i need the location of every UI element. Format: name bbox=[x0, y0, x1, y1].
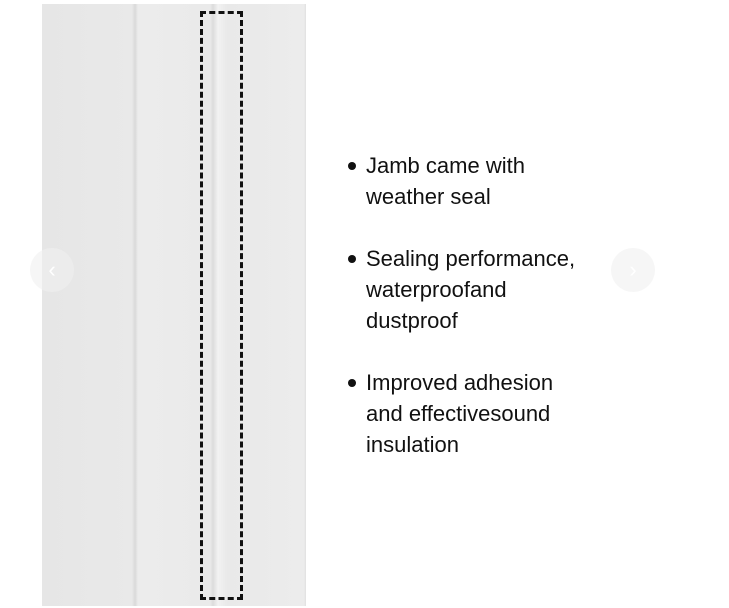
feature-text: and effectivesound bbox=[366, 401, 551, 426]
feature-item: Sealing performance, waterproofand dustp… bbox=[348, 243, 575, 336]
feature-text: Improved adhesion bbox=[366, 370, 554, 395]
feature-text: waterproofand bbox=[366, 277, 507, 302]
chevron-left-icon: ‹ bbox=[48, 257, 56, 282]
weather-seal-highlight bbox=[200, 11, 243, 600]
feature-item: Improved adhesion and effectivesound ins… bbox=[348, 367, 575, 460]
feature-list: Jamb came with weather seal Sealing perf… bbox=[348, 150, 575, 491]
chevron-right-icon: › bbox=[629, 257, 637, 282]
feature-text: Sealing performance, bbox=[366, 246, 576, 271]
carousel-next-button[interactable]: › bbox=[611, 248, 655, 292]
product-photo bbox=[42, 4, 306, 606]
feature-text: insulation bbox=[366, 432, 459, 457]
feature-item: Jamb came with weather seal bbox=[348, 150, 575, 212]
feature-text: dustproof bbox=[366, 308, 458, 333]
feature-text: Jamb came with bbox=[366, 153, 525, 178]
carousel-prev-button[interactable]: ‹ bbox=[30, 248, 74, 292]
feature-text: weather seal bbox=[366, 184, 491, 209]
